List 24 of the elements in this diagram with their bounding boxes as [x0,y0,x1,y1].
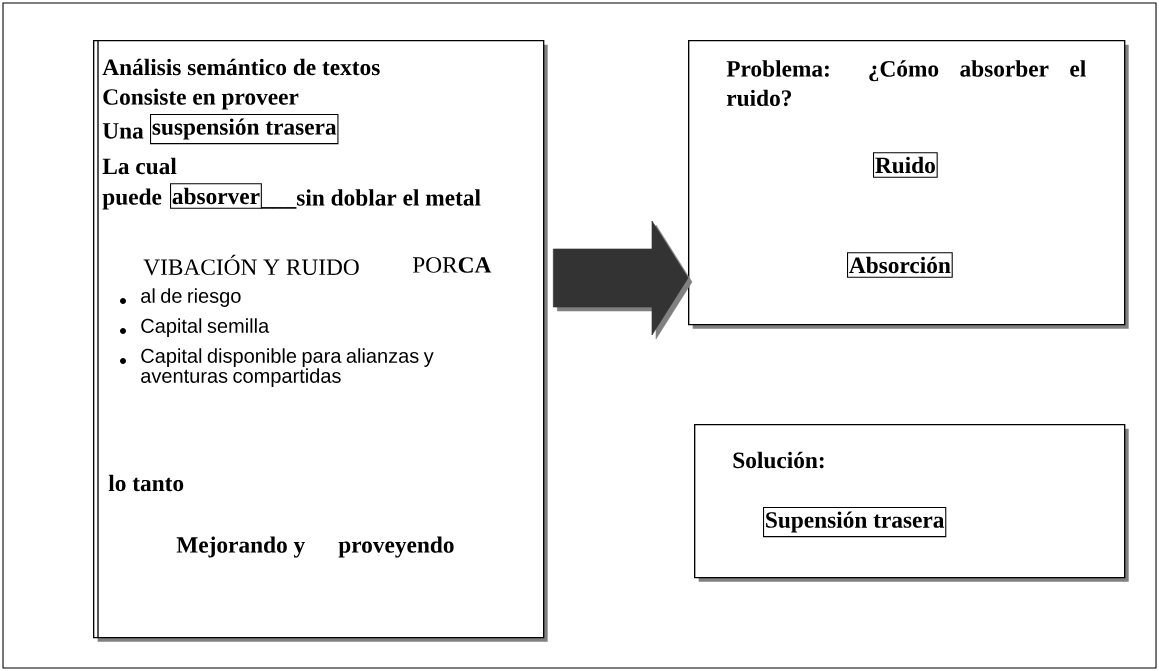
panel-box [688,40,1129,329]
boxed-word: suspensión trasera [150,113,339,145]
text-line: VIBACIÓN Y RUIDO [143,254,359,276]
block-arrow [553,220,693,340]
boxed-word: Ruido [873,152,938,178]
text-line: lo tanto [108,474,184,492]
heading: Solución: [733,451,824,469]
text-line: proveyendo [338,536,454,558]
text-line: PORCA [412,257,492,273]
text-line: Mejorando y [176,536,305,558]
bullet-item: al de riesgo [120,288,241,307]
heading: Análisis semántico de textos [102,58,380,76]
boxed-word: absorver [170,183,262,209]
text-panel [93,39,548,642]
text-line: Una [102,123,144,139]
boxed-word: Absorción [847,252,953,278]
text-line: puede [102,188,162,210]
bullet-item: Capital semilla [120,318,270,337]
text-line: Consiste en proveer [103,88,299,110]
panel-box [694,424,1129,582]
text-line: La cual [102,157,177,175]
boxed-word: Supensión trasera [763,506,947,538]
bullet-item: Capital disponible para alianzas y aventuras compartidas [120,348,434,387]
heading: Problema: ¿Cómo absorber el ruido? [726,60,1086,107]
